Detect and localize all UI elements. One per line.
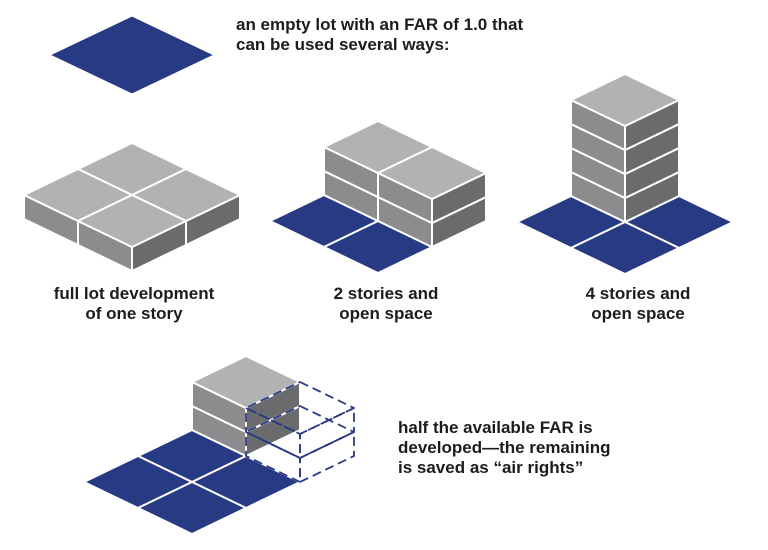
air-rights-caption-line-1: half the available FAR is — [398, 418, 593, 437]
story-block-top-face — [377, 146, 487, 200]
four-stories-caption-line-2: open space — [591, 304, 685, 323]
four-stories-caption: 4 stories and open space — [548, 284, 728, 324]
full-lot-caption-line-1: full lot development — [53, 284, 215, 303]
four-story-building-with-open-space — [516, 73, 734, 275]
air-rights-outline-top-face — [245, 405, 355, 459]
story-block-top-face — [77, 194, 187, 248]
four-stories-caption-line-1: 4 stories and — [585, 284, 691, 303]
air-rights-caption-line-3: is saved as “air rights” — [398, 458, 584, 477]
intro-caption-line-2: can be used several ways: — [236, 35, 450, 54]
air-rights-outline-top-face — [245, 381, 355, 435]
empty-lot — [49, 15, 215, 95]
full-lot-caption: full lot development of one story — [34, 284, 234, 324]
lot-parcel — [137, 481, 247, 535]
full-lot-caption-line-2: of one story — [85, 304, 183, 323]
two-stories-caption-line-2: open space — [339, 304, 433, 323]
intro-caption: an empty lot with an FAR of 1.0 that can… — [236, 15, 523, 55]
air-rights-outline-right-face — [299, 431, 355, 483]
two-stories-caption-line-1: 2 stories and — [333, 284, 439, 303]
empty-lot-parcel — [49, 15, 215, 95]
two-stories-caption: 2 stories and open space — [296, 284, 476, 324]
air-rights-caption: half the available FAR is developed—the … — [398, 418, 611, 478]
air-rights-caption-line-2: developed—the remaining — [398, 438, 611, 457]
two-story-building-with-open-space — [269, 120, 487, 274]
intro-caption-line-1: an empty lot with an FAR of 1.0 that — [236, 15, 524, 34]
air-rights-outline-right-face — [299, 407, 355, 459]
story-block-top-face — [570, 73, 680, 127]
lot-parcel — [570, 221, 680, 275]
full-lot-one-story-building — [23, 142, 241, 272]
half-far-building-with-air-rights — [83, 355, 355, 535]
